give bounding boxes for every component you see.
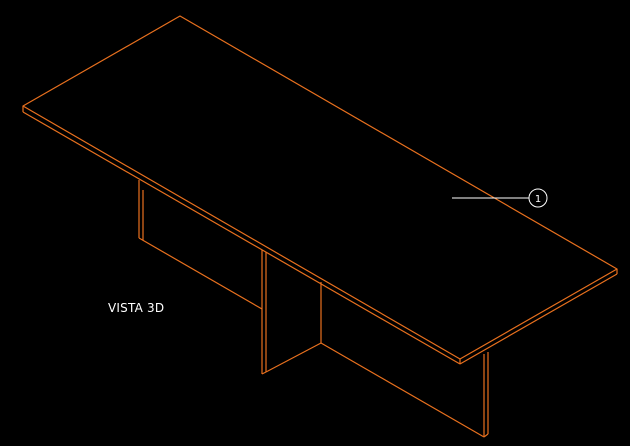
balloon-circle bbox=[528, 188, 548, 208]
left-leg-panel bbox=[138, 180, 263, 310]
part-callout[interactable]: 1 bbox=[452, 188, 548, 208]
center-leg-panel bbox=[261, 250, 322, 375]
balloon-number: 1 bbox=[535, 194, 541, 205]
tabletop bbox=[22, 15, 618, 365]
table-geometry bbox=[22, 15, 618, 438]
view-label: VISTA 3D bbox=[108, 301, 165, 315]
right-leg-panel bbox=[320, 342, 489, 438]
